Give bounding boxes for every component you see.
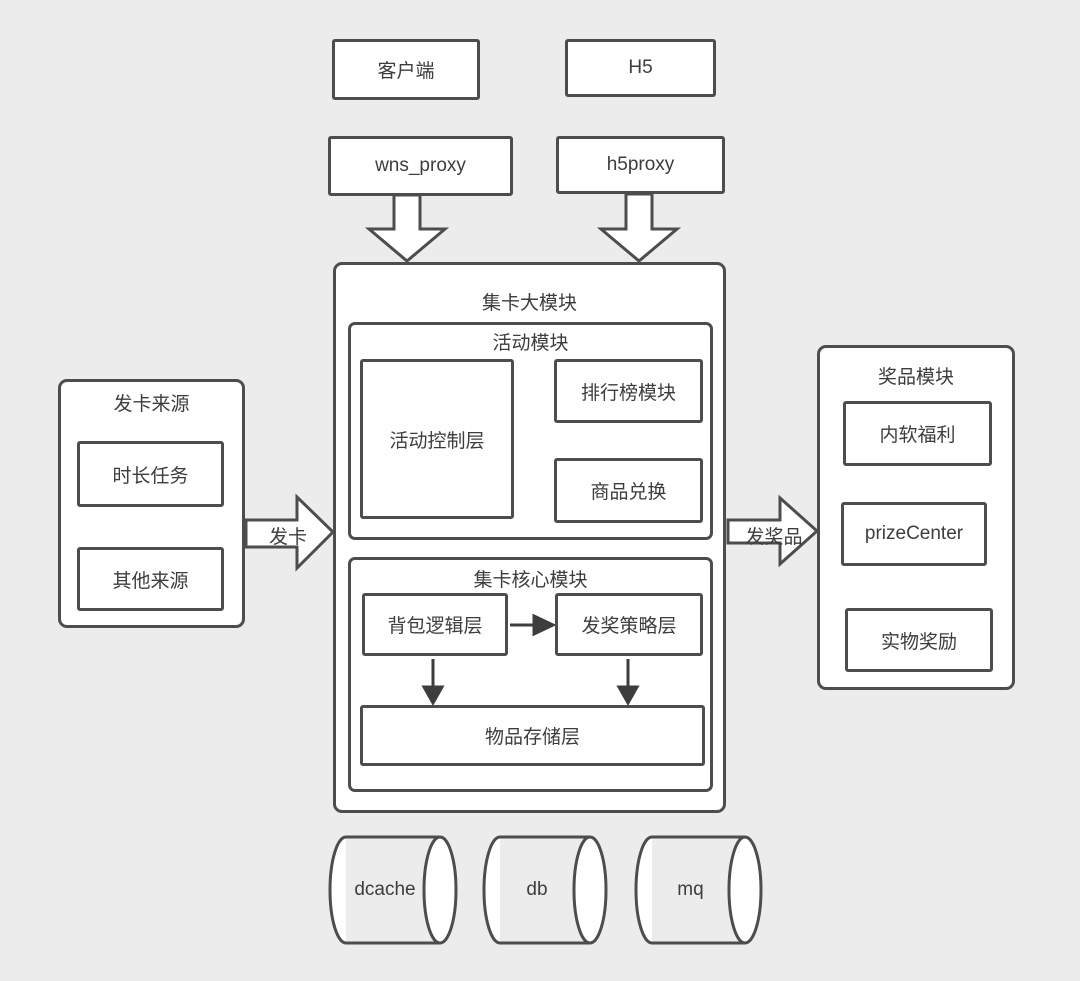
node-prize-center-label: prizeCenter	[864, 523, 964, 544]
container-card-module-title: 集卡大模块	[481, 293, 577, 314]
issue-prize-arrow-label: 发奖品	[745, 527, 803, 548]
cylinder-mq-label: mq	[677, 879, 704, 900]
down-block-arrow-h5	[596, 192, 682, 263]
issue-card-arrow-label: 发卡	[268, 527, 307, 548]
container-core-module-title: 集卡核心模块	[473, 570, 588, 591]
node-backpack-logic-layer: 背包逻辑层	[362, 593, 508, 656]
container-prize-module-title: 奖品模块	[877, 367, 954, 388]
container-source-module-title: 发卡来源	[113, 394, 190, 415]
node-goods-exchange-label: 商品兑换	[590, 482, 667, 503]
node-h5proxy: h5proxy	[556, 136, 725, 194]
node-duration-task: 时长任务	[77, 441, 224, 507]
down-block-arrow-wns	[364, 193, 450, 263]
container-activity-module-title: 活动模块	[492, 333, 569, 354]
node-backpack-logic-layer-label: 背包逻辑层	[387, 616, 483, 637]
node-wns-proxy-label: wns_proxy	[375, 155, 466, 176]
node-h5: H5	[565, 39, 716, 97]
node-physical-reward-label: 实物奖励	[880, 631, 957, 653]
node-ranking-module-label: 排行榜模块	[580, 382, 676, 404]
node-physical-reward: 实物奖励	[845, 608, 993, 672]
node-client-label: 客户端	[377, 61, 435, 82]
node-item-storage-layer: 物品存储层	[360, 705, 705, 766]
node-internal-welfare-label: 内软福利	[879, 425, 956, 446]
node-wns-proxy: wns_proxy	[328, 136, 513, 196]
node-other-source: 其他来源	[77, 547, 224, 611]
node-h5-label: H5	[628, 57, 653, 78]
node-prize-center: prizeCenter	[841, 502, 987, 566]
node-ranking-module: 排行榜模块	[554, 359, 703, 423]
node-h5proxy-label: h5proxy	[606, 154, 675, 175]
cylinder-db-label: db	[526, 879, 548, 900]
node-client: 客户端	[332, 39, 480, 100]
node-activity-control-layer: 活动控制层	[360, 359, 514, 519]
node-goods-exchange: 商品兑换	[554, 458, 703, 523]
node-activity-control-layer-label: 活动控制层	[389, 430, 485, 452]
node-internal-welfare: 内软福利	[843, 401, 992, 466]
node-duration-task-label: 时长任务	[112, 465, 189, 487]
node-item-storage-layer-label: 物品存储层	[484, 727, 580, 748]
cylinder-dcache-label: dcache	[354, 879, 416, 900]
node-other-source-label: 其他来源	[112, 570, 189, 592]
node-award-strategy-layer-label: 发奖策略层	[581, 616, 677, 637]
node-award-strategy-layer: 发奖策略层	[555, 593, 703, 656]
